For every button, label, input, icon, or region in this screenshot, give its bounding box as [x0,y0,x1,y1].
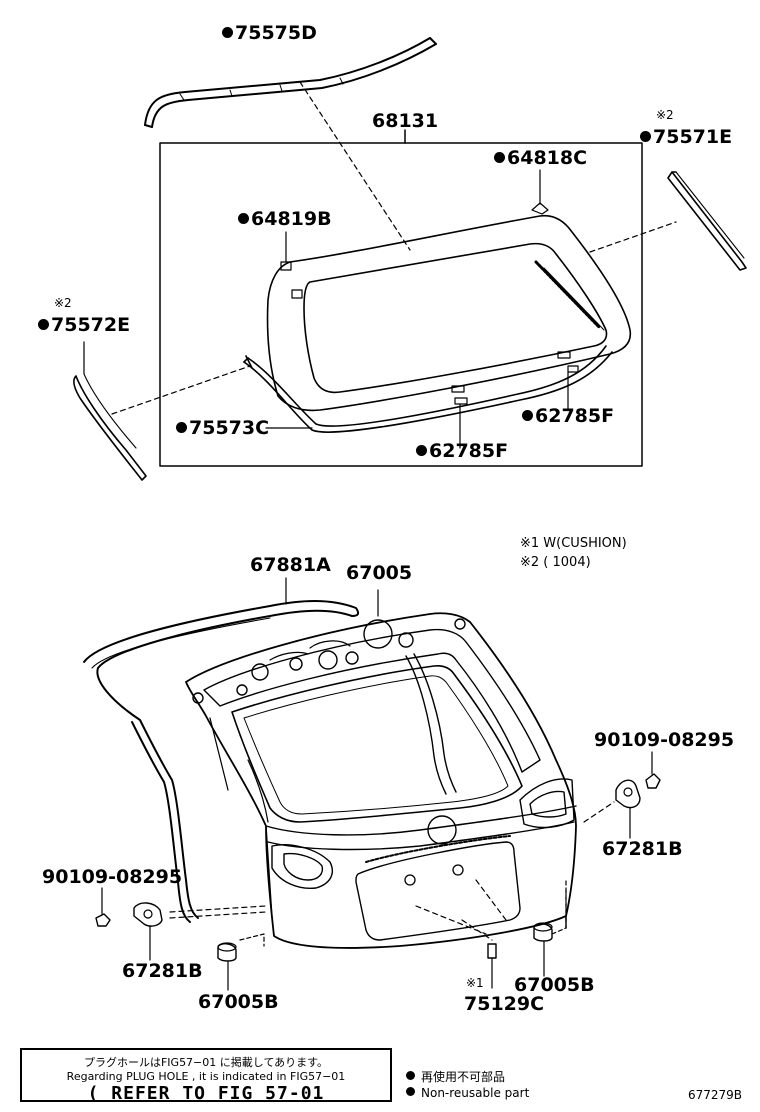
bolt-90109-right [645,751,661,789]
part-label-68131: 68131 [372,110,439,132]
cushion-75129c [487,943,497,989]
legend-en: Non-reusable part [406,1086,529,1100]
part-label-75572e: 75572E [38,316,130,335]
reference-box: プラグホールはFIG57−01 に掲載してあります。 Regarding PLU… [20,1048,392,1104]
reference-line-en: Regarding PLUG HOLE , it is indicated in… [66,1070,346,1083]
non-reusable-dot-icon [406,1071,415,1080]
part-label-62785f-bottom: 62785F [416,442,508,461]
cushion-67005b-left [217,942,237,991]
part-label-67005b-left: 67005B [198,991,279,1013]
non-reusable-dot-icon [640,131,651,142]
part-label-67281b-right: 67281B [602,838,683,860]
back-door-panel [185,612,577,949]
part-label-75573c: 75573C [176,419,269,438]
note-2: ※2 ( 1004) [520,555,591,570]
non-reusable-dot-icon [222,27,233,38]
part-label-67881a: 67881A [250,554,331,576]
part-label-75571e: 75571E [640,128,732,147]
part-label-67005b-right: 67005B [514,974,595,996]
part-label-90109-left: 90109-08295 [42,866,183,888]
mark-2-right: ※2 [656,108,674,122]
non-reusable-dot-icon [494,152,505,163]
cushion-67005b-right [533,922,553,977]
mark-1: ※1 [466,976,484,990]
reference-link[interactable]: ( REFER TO FIG 57-01 [87,1083,325,1104]
part-label-67005: 67005 [346,562,413,584]
part-label-62785f-right: 62785F [522,407,614,426]
bolt-90109-left [95,887,111,927]
non-reusable-dot-icon [38,319,49,330]
part-label-64818c: 64818C [494,149,587,168]
back-door-glass [266,202,632,412]
figure-id: 677279B [688,1088,743,1102]
mark-2-left: ※2 [54,296,72,310]
non-reusable-dot-icon [238,213,249,224]
note-cushion: ※1 W(CUSHION) [520,536,627,551]
stopper-67281b-right [615,779,641,831]
molding-75571e [667,171,747,271]
non-reusable-dot-icon [406,1087,415,1096]
part-label-67281b-left: 67281B [122,960,203,982]
glass-group-frame [159,142,643,467]
reference-line-jp: プラグホールはFIG57−01 に掲載してあります。 [83,1056,329,1069]
stopper-67281b-left [133,902,163,961]
weatherstrip-67881a [83,577,360,923]
part-label-90109-right: 90109-08295 [594,729,735,751]
part-label-64819b: 64819B [238,210,332,229]
legend-jp: 再使用不可部品 [406,1068,505,1085]
part-label-75129c: 75129C [464,993,545,1015]
molding-75575d [144,37,437,128]
non-reusable-dot-icon [522,410,533,421]
molding-75572e [73,341,147,481]
non-reusable-dot-icon [176,422,187,433]
part-label-75575d: 75575D [222,24,317,43]
non-reusable-dot-icon [416,445,427,456]
